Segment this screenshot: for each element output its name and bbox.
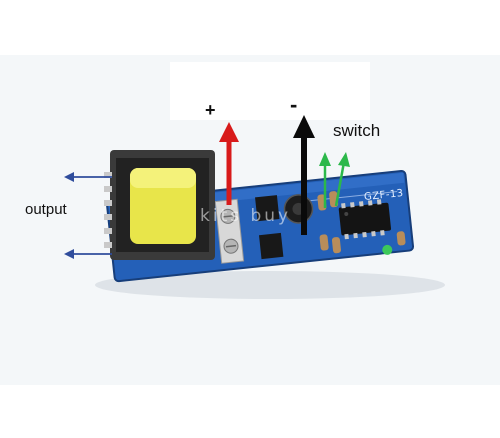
led: [382, 244, 393, 255]
ic-pins: [341, 199, 385, 240]
ic-chip: [338, 202, 392, 236]
positive-arrow: [219, 122, 239, 205]
ic-notch: [344, 211, 349, 216]
silkscreen-line: [297, 191, 398, 203]
mosfet-bottom: [259, 232, 284, 260]
negative-arrow: [293, 115, 315, 235]
label-area: [170, 62, 370, 120]
switch-label: switch: [333, 121, 381, 140]
coil-highlight: [130, 168, 196, 188]
screw-terminals: [214, 198, 245, 264]
mosfet-top: [255, 195, 280, 222]
output-label: output: [25, 201, 67, 218]
board-shadow: [95, 271, 445, 299]
positive-label: +: [205, 100, 216, 120]
output-arrows: [64, 172, 112, 259]
transformer-pins: [104, 172, 112, 248]
negative-label: -: [290, 92, 298, 117]
transformer: [104, 150, 215, 260]
switch-arrows: [319, 152, 350, 208]
watermark: kits buy: [200, 206, 292, 226]
